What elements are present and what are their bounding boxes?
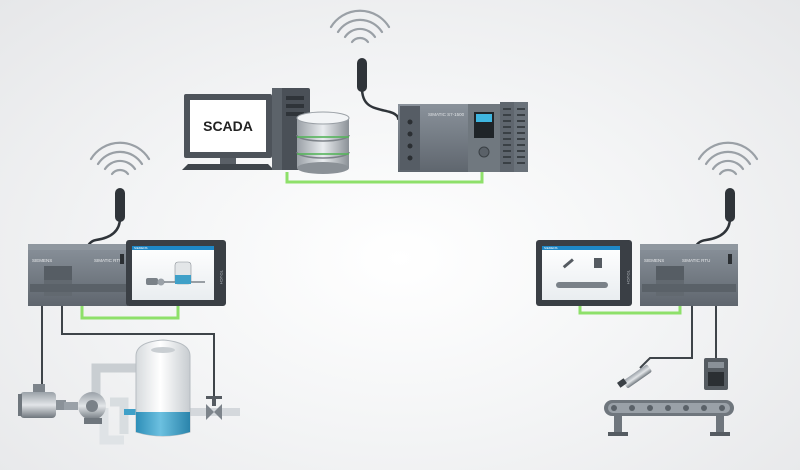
hmi-touch-label: TOUCH bbox=[219, 270, 224, 284]
photoelectric-sensor-icon bbox=[704, 358, 728, 390]
left-hmi-panel: SIEMENS TOUCH bbox=[126, 240, 226, 306]
scada-monitor-label: SCADA bbox=[203, 118, 253, 134]
antenna-cable bbox=[86, 217, 122, 247]
antenna-cable bbox=[360, 87, 400, 121]
right-hmi-panel: SIEMENS TOUCH bbox=[536, 240, 632, 306]
link-right-rtu-to-hmi bbox=[578, 305, 682, 315]
wireless-signal-icon bbox=[329, 9, 391, 44]
antenna-icon bbox=[115, 188, 125, 222]
wireless-signal-icon bbox=[89, 141, 151, 176]
hmi-brand-label: SIEMENS bbox=[134, 246, 148, 250]
right-field-wiring bbox=[639, 306, 717, 369]
pump-system bbox=[18, 339, 240, 445]
hmi-brand-label: SIEMENS bbox=[544, 246, 558, 250]
rtu-brand-label: SIEMENS bbox=[32, 258, 52, 263]
plc-model-label: SIMATIC S7-1500 bbox=[428, 112, 465, 117]
database-icon bbox=[296, 111, 350, 174]
inductive-sensor-icon bbox=[617, 364, 652, 388]
rtu-brand-label: SIEMENS bbox=[644, 258, 664, 263]
rtu-model-label: SIMATIC RTU bbox=[682, 258, 710, 263]
antenna-cable bbox=[694, 217, 732, 247]
storage-tank-icon bbox=[135, 339, 191, 437]
hmi-touch-label: TOUCH bbox=[626, 270, 631, 284]
rtu-model-label: SIMATIC RTU bbox=[94, 258, 122, 263]
master-plc: SIMATIC S7-1500 bbox=[357, 58, 528, 172]
valve-icon bbox=[206, 396, 222, 420]
conveyor-belt-icon bbox=[604, 400, 734, 436]
left-field-wiring bbox=[41, 306, 215, 406]
network-links bbox=[80, 172, 682, 320]
antenna-icon bbox=[725, 188, 735, 222]
link-scada-to-plc bbox=[285, 172, 484, 184]
antenna-icon bbox=[357, 58, 367, 92]
scada-workstation: SCADA bbox=[182, 88, 350, 174]
left-rtu: SIEMENS SIMATIC RTU bbox=[28, 188, 128, 306]
electric-motor-icon bbox=[18, 384, 66, 418]
wireless-signal-icon bbox=[697, 141, 759, 176]
right-rtu: SIEMENS SIMATIC RTU bbox=[640, 188, 738, 306]
link-left-rtu-to-hmi bbox=[80, 305, 180, 320]
centrifugal-pump-icon bbox=[64, 392, 106, 424]
